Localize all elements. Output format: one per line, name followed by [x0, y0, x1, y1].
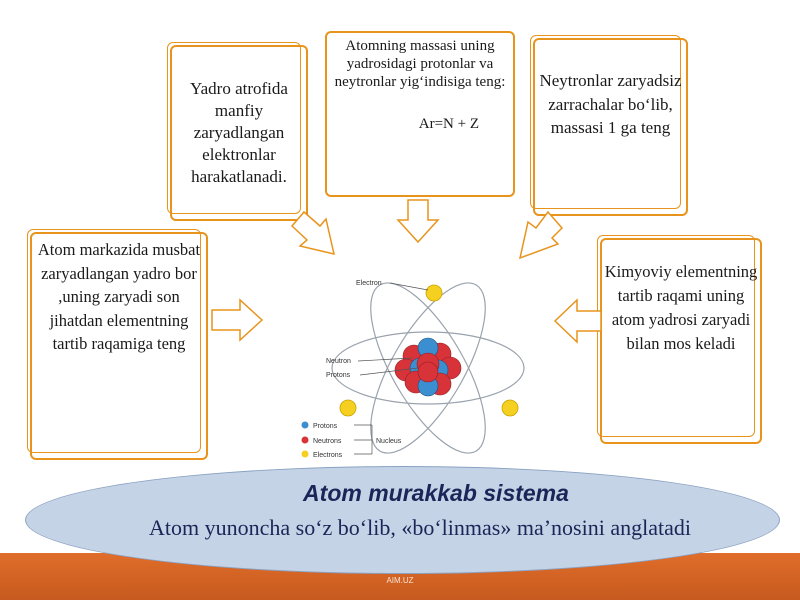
element-card: Kimyoviy elementning tartib raqami uning…	[597, 235, 762, 444]
legend-neutrons: Neutrons	[313, 438, 342, 445]
legend-protons: Protons	[313, 423, 338, 430]
element-card-text: Kimyoviy elementning tartib raqami uning…	[604, 262, 758, 353]
neutrons-card: Neytronlar zaryadsiz zarrachalar bo‘lib,…	[530, 35, 688, 216]
arrow-down-right-icon	[518, 210, 564, 260]
neutron-label: Neutron	[326, 358, 351, 365]
protons-label: Protons	[326, 372, 351, 379]
mass-card: Atomning massasi uning yadrosidagi proto…	[325, 31, 515, 197]
footer-text: AIM.UZ	[386, 576, 414, 585]
mass-formula: Ar=N + Z	[418, 116, 479, 132]
electron-label: Electron	[356, 280, 382, 287]
legend-nucleus: Nucleus	[376, 438, 402, 445]
mass-card-text: Atomning massasi uning yadrosidagi proto…	[334, 38, 506, 90]
nucleus	[394, 337, 462, 397]
nucleus-card-text: Atom markazida musbat zaryadlangan yadro…	[37, 240, 201, 353]
arrow-right-icon	[211, 298, 264, 342]
nucleus-card: Atom markazida musbat zaryadlangan yadro…	[27, 229, 208, 460]
atom-diagram: Electron Neutron Protons Protons Neutron…	[301, 280, 525, 459]
electrons-card: Yadro atrofida manfiy zaryadlangan elekt…	[167, 42, 308, 221]
banner-title: Atom murakkab sistema	[303, 480, 569, 506]
arrow-left-icon	[553, 298, 602, 344]
legend-electrons: Electrons	[313, 452, 343, 459]
electrons	[339, 284, 519, 417]
arrow-down-icon	[396, 199, 440, 244]
banner-ellipse	[25, 466, 780, 574]
banner-subtitle: Atom yunoncha so‘z bo‘lib, «bo‘linmas» m…	[149, 515, 691, 540]
electrons-card-text: Yadro atrofida manfiy zaryadlangan elekt…	[190, 79, 288, 186]
neutrons-card-text: Neytronlar zaryadsiz zarrachalar bo‘lib,…	[539, 71, 682, 137]
arrow-down-left-icon	[290, 210, 335, 256]
